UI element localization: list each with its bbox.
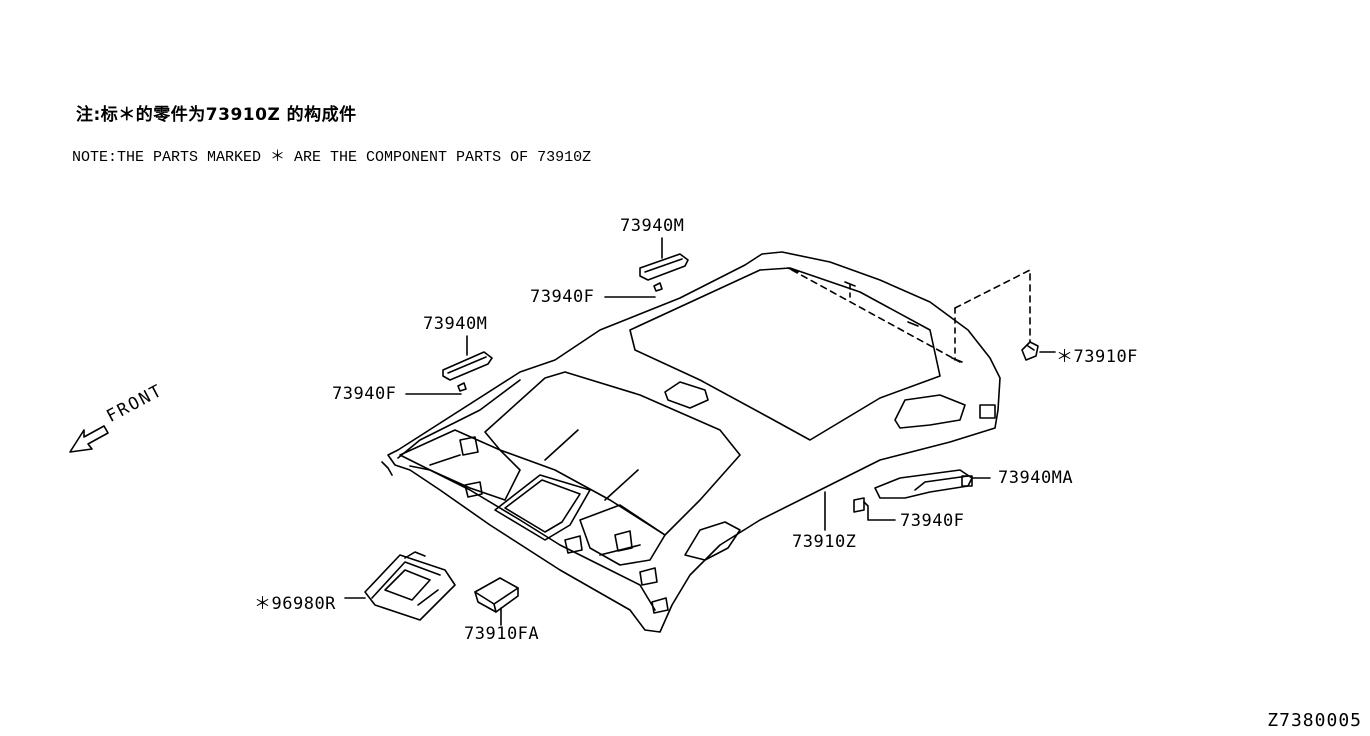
label-73940m-left: 73940M bbox=[423, 314, 488, 334]
label-73940f-left: 73940F bbox=[332, 384, 397, 404]
note-chinese: 注:标＊的零件为73910Z 的构成件 bbox=[76, 105, 357, 125]
label-73940f-right: 73940F bbox=[900, 511, 965, 531]
part-73910fa-icon bbox=[474, 577, 519, 626]
label-73910f: ＊73910F bbox=[1056, 347, 1138, 367]
part-73940m-upper-icon bbox=[604, 237, 689, 298]
part-96980r-lamp-icon bbox=[344, 551, 456, 621]
diagram-code: Z7380005 bbox=[1267, 710, 1362, 731]
label-96980r: ＊96980R bbox=[254, 594, 336, 614]
label-73940ma: 73940MA bbox=[998, 468, 1074, 488]
label-73910fa: 73910FA bbox=[464, 624, 540, 644]
headlining-outline bbox=[381, 251, 1031, 633]
note-english: NOTE:THE PARTS MARKED ＊ ARE THE COMPONEN… bbox=[72, 149, 592, 166]
front-arrow-icon bbox=[69, 425, 109, 453]
part-73940ma-icon bbox=[874, 469, 991, 499]
part-73940m-left-icon bbox=[405, 335, 493, 395]
label-73910z: 73910Z bbox=[792, 532, 857, 552]
label-73940m-upper: 73940M bbox=[620, 216, 685, 236]
part-73940f-right-icon bbox=[853, 497, 896, 521]
part-73910f-clip-icon bbox=[1021, 341, 1056, 361]
label-73940f-upper: 73940F bbox=[530, 287, 595, 307]
